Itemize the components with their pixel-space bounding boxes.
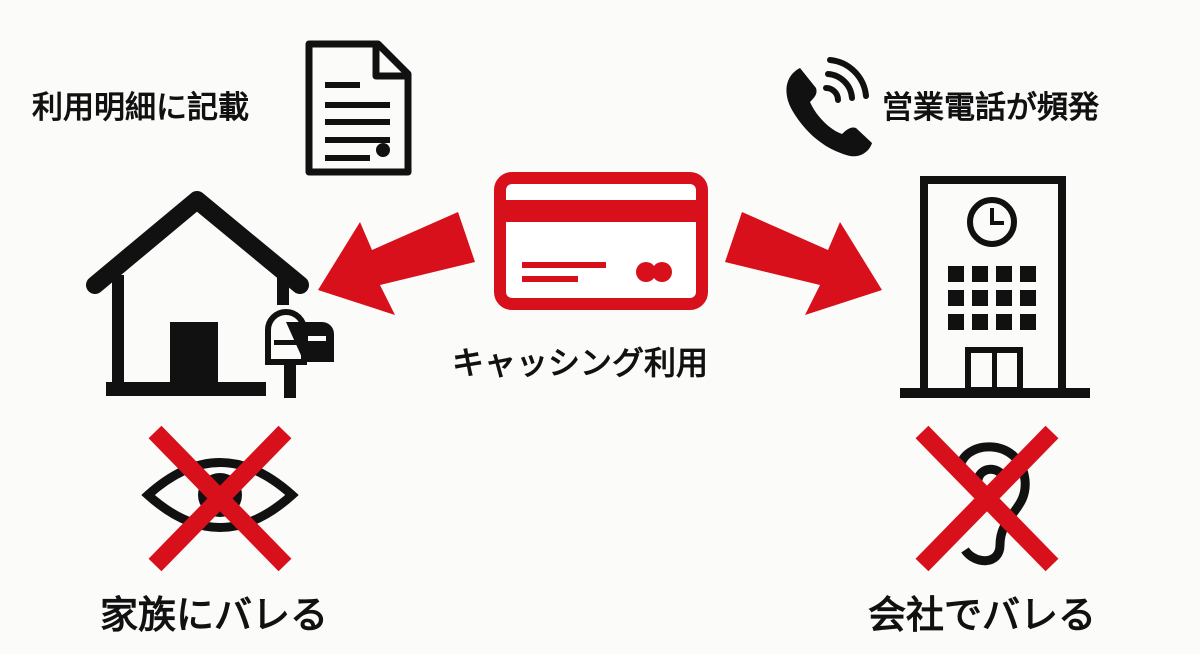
mailbox-icon bbox=[265, 309, 334, 398]
cashing-label: キャッシング利用 bbox=[452, 344, 709, 382]
cross-mark-icon bbox=[148, 425, 292, 572]
sales-calls-label: 営業電話が頻発 bbox=[882, 90, 1099, 126]
statement-label: 利用明細に記載 bbox=[32, 90, 249, 126]
house-icon bbox=[86, 191, 309, 396]
cross-mark-icon bbox=[915, 425, 1059, 572]
credit-card-icon bbox=[494, 172, 708, 310]
arrow-left bbox=[318, 212, 475, 315]
company-label: 会社でバレる bbox=[868, 593, 1097, 637]
document-icon bbox=[305, 40, 412, 176]
office-building-icon bbox=[900, 176, 1090, 398]
phone-icon bbox=[786, 57, 872, 157]
arrow-right bbox=[725, 212, 882, 315]
family-label: 家族にバレる bbox=[100, 593, 329, 637]
